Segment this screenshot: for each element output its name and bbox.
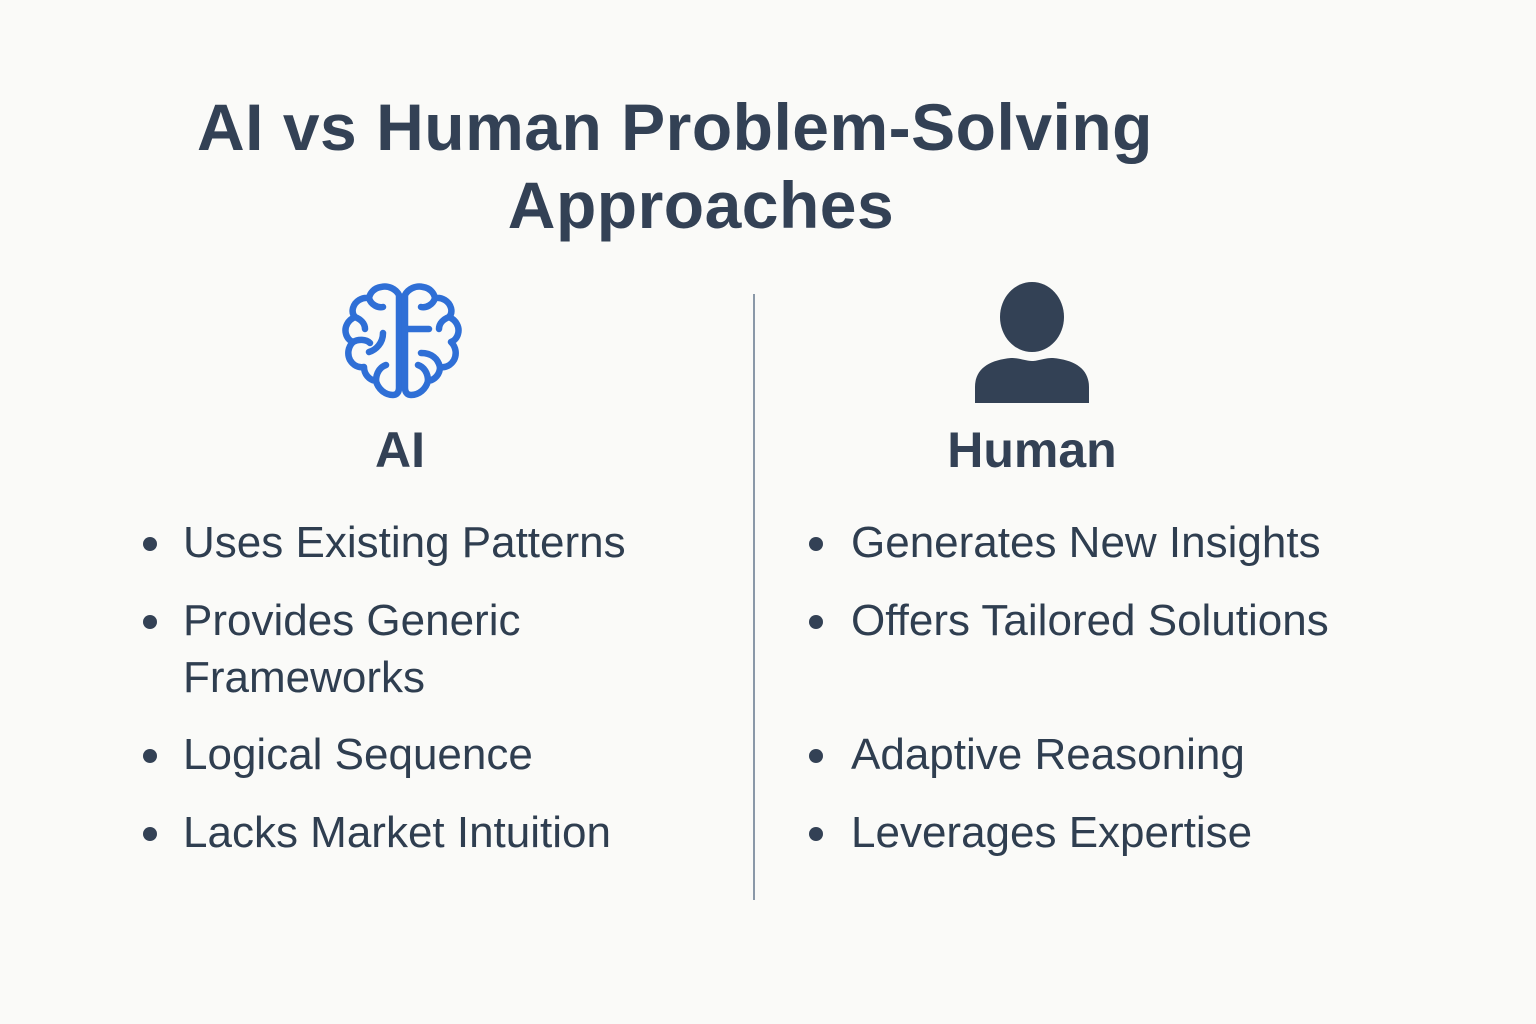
human-heading: Human — [947, 422, 1117, 478]
list-item: Logical Sequence — [140, 726, 533, 783]
page-title: AI vs Human Problem-Solving Approaches — [0, 88, 1350, 244]
bullet-icon — [809, 749, 823, 763]
list-item: Offers Tailored Solutions — [806, 592, 1329, 649]
list-item-text: Generates New Insights — [851, 518, 1321, 567]
list-item: Leverages Expertise — [806, 804, 1252, 861]
list-item: Adaptive Reasoning — [806, 726, 1245, 783]
list-item-text: Leverages Expertise — [851, 808, 1253, 857]
list-item-text-continued: Frameworks — [183, 653, 426, 702]
list-item: Provides Generic Frameworks — [140, 592, 520, 706]
bullet-icon — [809, 615, 823, 629]
bullet-icon — [809, 537, 823, 551]
list-item-text: Adaptive Reasoning — [851, 730, 1245, 779]
list-item-text: Uses Existing Patterns — [183, 518, 626, 567]
title-line-2: Approaches — [507, 168, 895, 242]
bullet-icon — [809, 827, 823, 841]
bullet-icon — [143, 749, 157, 763]
list-item-text: Offers Tailored Solutions — [851, 596, 1329, 645]
list-item-text: Provides Generic — [183, 596, 521, 645]
ai-heading: AI — [375, 422, 425, 478]
brain-icon — [338, 281, 466, 403]
column-divider — [753, 294, 755, 900]
list-item: Generates New Insights — [806, 514, 1321, 571]
person-icon — [973, 282, 1091, 404]
list-item: Lacks Market Intuition — [140, 804, 611, 861]
bullet-icon — [143, 615, 157, 629]
list-item-text: Lacks Market Intuition — [183, 808, 611, 857]
bullet-icon — [143, 537, 157, 551]
list-item-text: Logical Sequence — [183, 730, 533, 779]
list-item: Uses Existing Patterns — [140, 514, 626, 571]
bullet-icon — [143, 827, 157, 841]
title-line-1: AI vs Human Problem-Solving — [197, 90, 1153, 164]
